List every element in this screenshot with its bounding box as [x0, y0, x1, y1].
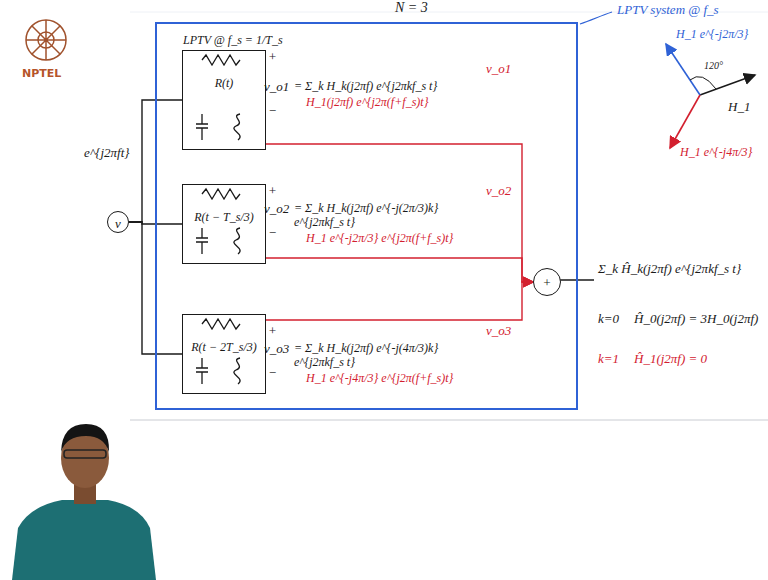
equation: H_1 e^{-j4π/3} e^{j2π(f+f_s)t} [306, 372, 453, 386]
heading-leader [580, 12, 612, 24]
input-signal: e^{j2πft} [84, 146, 130, 161]
equation: = Σ_k H_k(j2πf) e^{-j(2π/3)k} e^{j2πkf_s… [294, 202, 484, 230]
lptv-block: R(t − T_s/3) [182, 184, 266, 264]
terminal-mark: + [268, 50, 277, 65]
ruled-lines [130, 12, 768, 420]
block-label: R(t) [215, 77, 234, 91]
block-label: + [543, 276, 552, 291]
note: k=0 [598, 312, 619, 327]
angle-label: 120° [704, 60, 723, 72]
phasor-label: H_1 e^{-j4π/3} [680, 146, 752, 160]
signal-arrow [266, 144, 533, 282]
signal-name: v_o1 [486, 62, 511, 77]
phasor-label: H_1 e^{-j2π/3} [676, 28, 748, 42]
lptv-block: LPTV @ f_s = 1/T_sR(t) [182, 50, 266, 150]
phasor-label: H_1 [728, 100, 750, 115]
phasor-diagram [666, 44, 755, 148]
signal-name: v_o2 [486, 184, 511, 199]
presenter-video [12, 424, 156, 580]
terminal-mark: − [268, 366, 277, 381]
equation: = Σ_k H_k(j2πf) e^{j2πkf_s t} [294, 80, 437, 94]
terminal-mark: − [268, 104, 277, 119]
source-symbol: v [107, 211, 129, 233]
equation: Ĥ_1(j2πf) = 0 [634, 352, 707, 367]
equation: H_1(j2πf) e^{j2π(f+f_s)t} [306, 96, 428, 110]
resistor-symbol [202, 55, 240, 329]
logo-text: NPTEL [22, 68, 61, 81]
note: k=1 [598, 352, 619, 367]
terminal-mark: + [268, 184, 277, 199]
terminal-mark: + [268, 324, 277, 339]
block-label: R(t − 2T_s/3) [191, 341, 256, 355]
signal-name: v_o2 [264, 202, 289, 217]
slide-title: N = 3 [395, 0, 428, 16]
equation: = Σ_k H_k(j2πf) e^{-j(4π/3)k} e^{j2πkf_s… [294, 342, 484, 370]
lptv-block: R(t − 2T_s/3) [182, 314, 266, 394]
block-heading: LPTV @ f_s = 1/T_s [183, 33, 283, 48]
signal-name: v_o3 [264, 342, 289, 357]
equation: Ĥ_0(j2πf) = 3H_0(j2πf) [634, 312, 758, 327]
signal-name: v_o3 [486, 324, 511, 339]
signal-arrow [266, 258, 533, 282]
equation: H_1 e^{-j2π/3} e^{j2π(f+f_s)t} [306, 232, 453, 246]
block-label: R(t − T_s/3) [194, 211, 253, 225]
block-heading: LPTV system @ f_s [617, 2, 719, 18]
block-label: v [115, 217, 121, 232]
signal-arrow [266, 282, 533, 320]
nptel-logo [26, 20, 66, 60]
terminal-mark: − [268, 226, 277, 241]
signal-name: v_o1 [264, 80, 289, 95]
summing-junction: + [533, 268, 561, 296]
equation: Σ_k Ĥ_k(j2πf) e^{j2πkf_s t} [598, 262, 741, 277]
